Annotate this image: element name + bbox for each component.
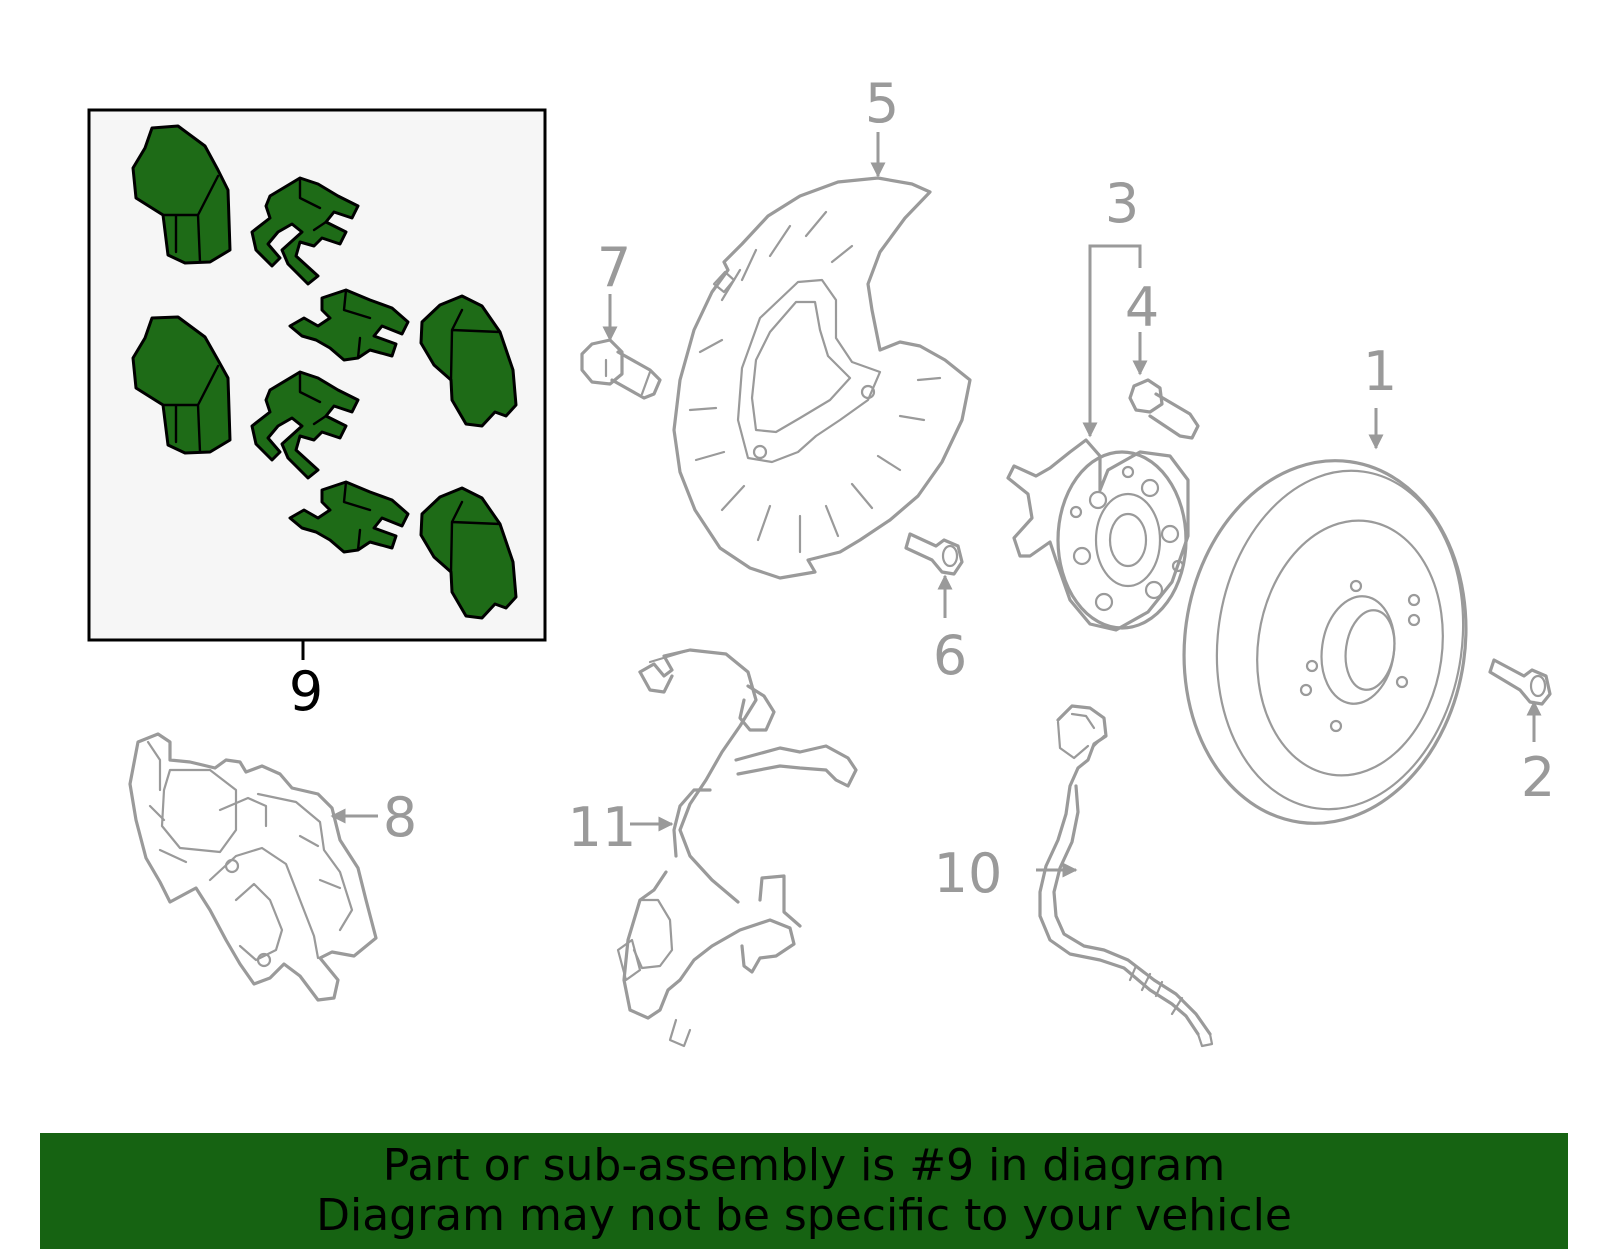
callout-3: 3 [1105, 172, 1139, 235]
anti-rattle-clip-icon [250, 370, 360, 480]
callout-6: 6 [933, 624, 967, 687]
banner-line-1: Part or sub-assembly is #9 in diagram [382, 1140, 1226, 1191]
info-banner: Part or sub-assembly is #9 in diagram Di… [40, 1133, 1568, 1249]
screw-2[interactable] [1488, 658, 1552, 706]
callout-4: 4 [1125, 276, 1159, 339]
wheel-hub[interactable] [1006, 438, 1190, 632]
bolt-4[interactable] [1128, 378, 1200, 440]
brake-pad-icon [419, 294, 518, 428]
callout-5: 5 [865, 72, 899, 135]
anti-rattle-clip-icon [288, 288, 410, 362]
brake-pad-icon [131, 315, 232, 455]
callout-8: 8 [383, 786, 417, 849]
callout-2: 2 [1521, 746, 1555, 809]
callout-1: 1 [1363, 340, 1397, 403]
anti-rattle-clip-icon [288, 480, 410, 554]
callout-10: 10 [934, 842, 1003, 905]
callout-11: 11 [568, 796, 637, 859]
brake-hose[interactable] [1038, 704, 1214, 1048]
bolt-6[interactable] [904, 532, 964, 576]
banner-line-2: Diagram may not be specific to your vehi… [316, 1190, 1292, 1241]
abs-wheel-sensor-harness[interactable] [616, 648, 858, 1048]
brake-caliper[interactable] [128, 732, 378, 1002]
brake-pad-icon [419, 486, 518, 620]
bolt-7[interactable] [580, 338, 662, 400]
callout-7: 7 [597, 236, 631, 299]
brake-rotor[interactable] [1161, 442, 1489, 841]
callout-leaders [330, 132, 1542, 878]
dust-shield[interactable] [672, 176, 972, 580]
anti-rattle-clip-icon [250, 176, 360, 286]
brake-pad-icon [131, 124, 232, 265]
callout-9: 9 [289, 660, 323, 723]
